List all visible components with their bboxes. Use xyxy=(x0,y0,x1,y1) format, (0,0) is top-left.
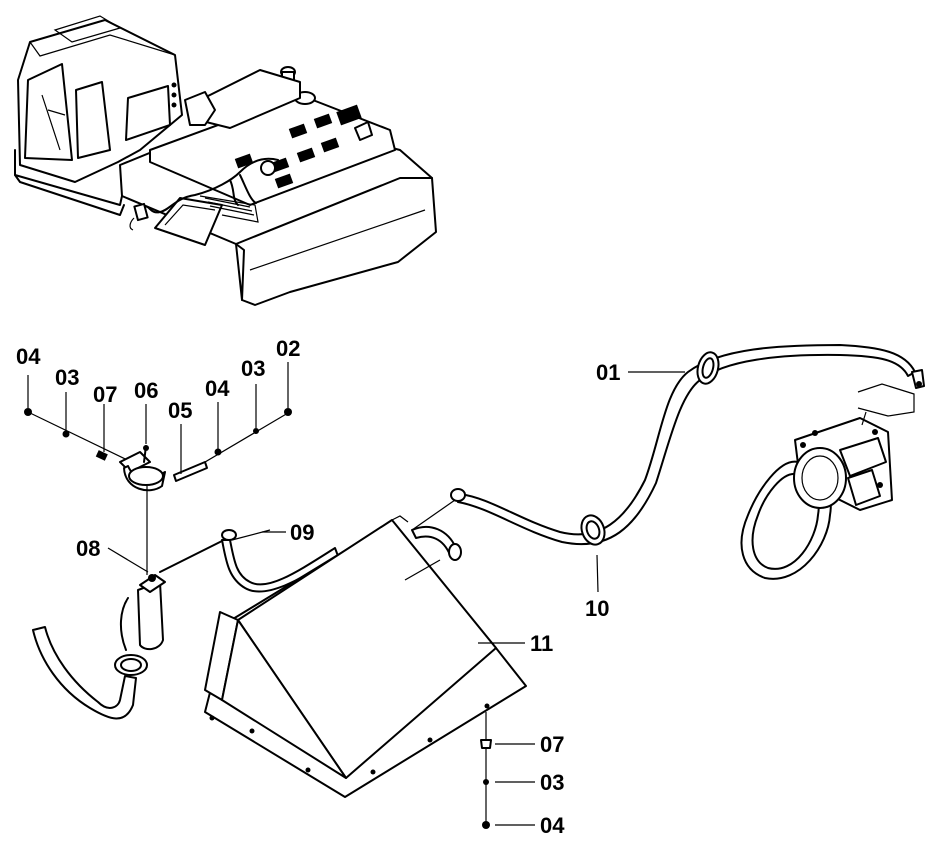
washer-04-right xyxy=(214,448,222,456)
callout-06: 06 xyxy=(134,378,158,403)
callout-03-top-right: 03 xyxy=(241,356,265,381)
washer-04-bottom xyxy=(482,821,490,829)
washer-04-left xyxy=(24,408,32,416)
hose-through-cover xyxy=(411,499,462,561)
callout-04-bottom: 04 xyxy=(540,813,565,838)
callout-11: 11 xyxy=(530,631,553,656)
pump-assembly xyxy=(740,383,915,580)
callout-04-top-left: 04 xyxy=(16,344,41,369)
callout-03-top-left: 03 xyxy=(55,365,79,390)
callout-07-top: 07 xyxy=(93,382,117,407)
engine-hood-vents xyxy=(234,104,362,189)
callout-02: 02 xyxy=(276,336,300,361)
cover-11 xyxy=(204,515,527,798)
filter-outlet-hose xyxy=(32,626,148,720)
callout-04-top-right: 04 xyxy=(205,376,230,401)
bolt-07-bottom xyxy=(480,739,492,749)
cover-hardware-chain xyxy=(480,712,535,829)
washer-03-right xyxy=(253,428,259,434)
leader-lines xyxy=(27,362,685,644)
excavator-upper-structure xyxy=(14,15,437,306)
washer-03-left xyxy=(62,430,70,438)
bolt-05 xyxy=(173,461,208,482)
bolt-07-left xyxy=(95,450,108,461)
hose-01 xyxy=(450,344,925,546)
callout-07-bottom: 07 xyxy=(540,732,564,757)
callout-05: 05 xyxy=(168,398,192,423)
callout-10: 10 xyxy=(585,596,609,621)
callout-03-bottom: 03 xyxy=(540,770,564,795)
line-filter-08 xyxy=(120,536,231,651)
callout-09: 09 xyxy=(290,520,314,545)
callout-08: 08 xyxy=(76,536,100,561)
bracket-hardware-chain xyxy=(24,408,292,575)
callout-labels: 04 03 07 06 05 04 03 02 01 09 08 10 11 0… xyxy=(16,336,620,838)
callout-01: 01 xyxy=(596,360,620,385)
washer-03-bottom xyxy=(483,779,489,785)
nut-02 xyxy=(284,408,292,416)
